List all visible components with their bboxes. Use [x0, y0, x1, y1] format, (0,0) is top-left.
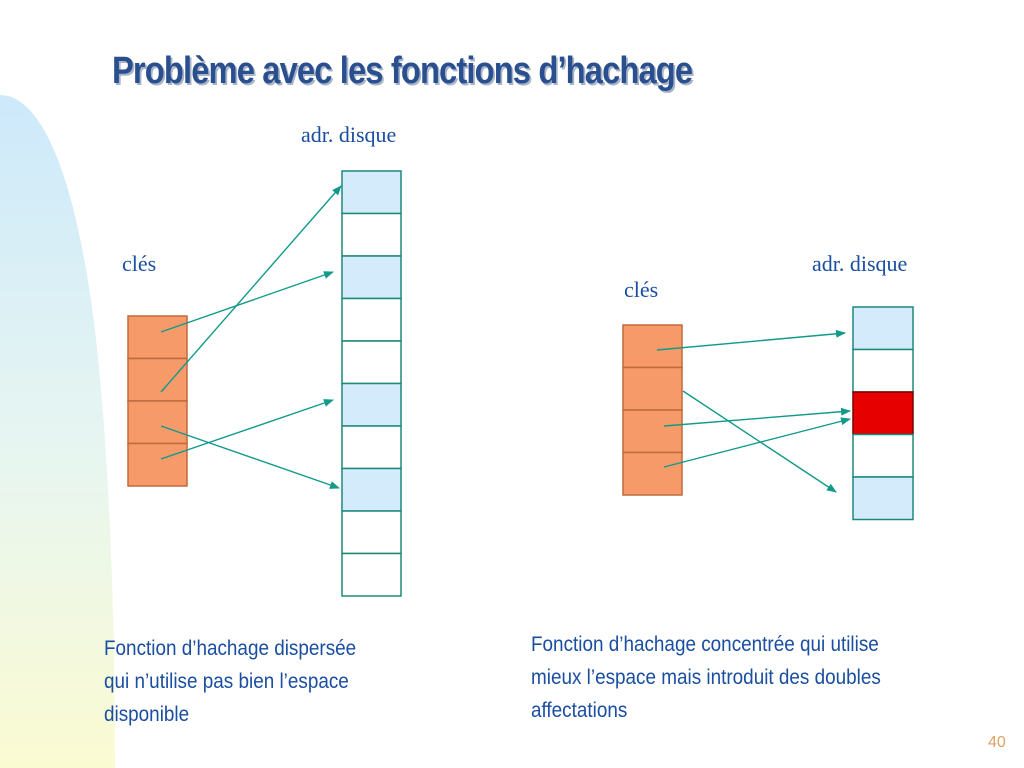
disk-cell: [341, 425, 402, 470]
hash-arrow: [160, 185, 342, 393]
left-caption-line: Fonction d’hachage dispersée: [104, 637, 357, 660]
disk-cell: [341, 467, 402, 512]
key-cell: [127, 315, 188, 360]
key-cell: [127, 442, 188, 487]
key-cell: [622, 409, 683, 454]
key-cell: [622, 366, 683, 411]
disk-cell: [852, 306, 914, 351]
hash-arrow: [160, 271, 334, 333]
disk-cell: [852, 476, 914, 521]
hash-arrows: [160, 185, 851, 493]
disk-cell: [852, 433, 914, 478]
left-caption-line: disponible: [104, 703, 190, 726]
left-caption: Fonction d’hachage dispersée qui n’utili…: [104, 632, 356, 731]
disk-cell: [341, 212, 402, 257]
key-cell: [127, 400, 188, 445]
disk-cell: [341, 340, 402, 385]
right-disk-table: [852, 306, 914, 521]
right-caption: Fonction d’hachage concentrée qui utilis…: [531, 628, 881, 727]
hash-arrow: [160, 425, 340, 489]
right-caption-line: Fonction d’hachage concentrée qui utilis…: [531, 633, 879, 656]
left-disk-label: adr. disque: [301, 122, 397, 147]
disk-cell: [852, 391, 914, 436]
left-disk-table: [341, 170, 402, 597]
left-key-table: [127, 315, 188, 487]
key-cell: [622, 324, 683, 369]
left-keys-label: clés: [122, 251, 157, 276]
disk-cell: [341, 297, 402, 342]
hash-arrow: [663, 407, 851, 427]
disk-cell: [341, 552, 402, 597]
disk-cell: [341, 255, 402, 300]
right-key-table: [622, 324, 683, 496]
hash-arrow: [656, 329, 846, 351]
hash-arrow: [160, 399, 334, 460]
disk-cell: [341, 170, 402, 215]
page-number: 40: [988, 734, 1006, 751]
hash-arrow: [682, 390, 837, 493]
disk-cell: [852, 348, 914, 393]
right-disk-label: adr. disque: [812, 251, 908, 276]
left-caption-line: qui n’utilise pas bien l’espace: [104, 670, 349, 693]
right-caption-line: mieux l’espace mais introduit des double…: [531, 666, 881, 689]
slide-title: Problème avec les fonctions d’hachage: [112, 50, 693, 92]
right-keys-label: clés: [624, 277, 659, 302]
right-caption-line: affectations: [531, 699, 628, 722]
disk-cell: [341, 382, 402, 427]
key-cell: [127, 357, 188, 402]
disk-cell: [341, 510, 402, 555]
key-cell: [622, 451, 683, 496]
hash-arrow: [663, 417, 851, 468]
